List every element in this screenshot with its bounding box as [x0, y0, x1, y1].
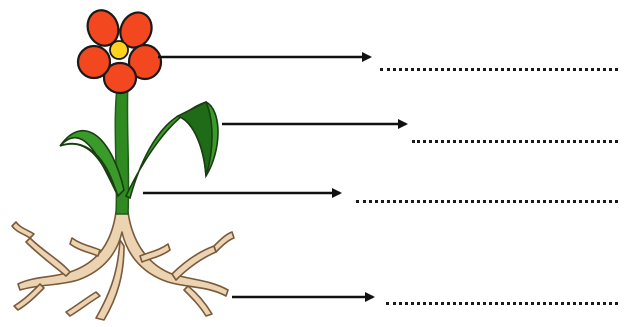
plant-roots [12, 212, 234, 320]
answer-blank-flower[interactable] [380, 68, 618, 71]
plant-flower [78, 6, 161, 93]
answer-blank-root[interactable] [386, 302, 618, 305]
plant-leaves [60, 102, 218, 198]
answer-blank-leaf[interactable] [412, 140, 618, 143]
answer-blank-stem[interactable] [356, 200, 618, 203]
